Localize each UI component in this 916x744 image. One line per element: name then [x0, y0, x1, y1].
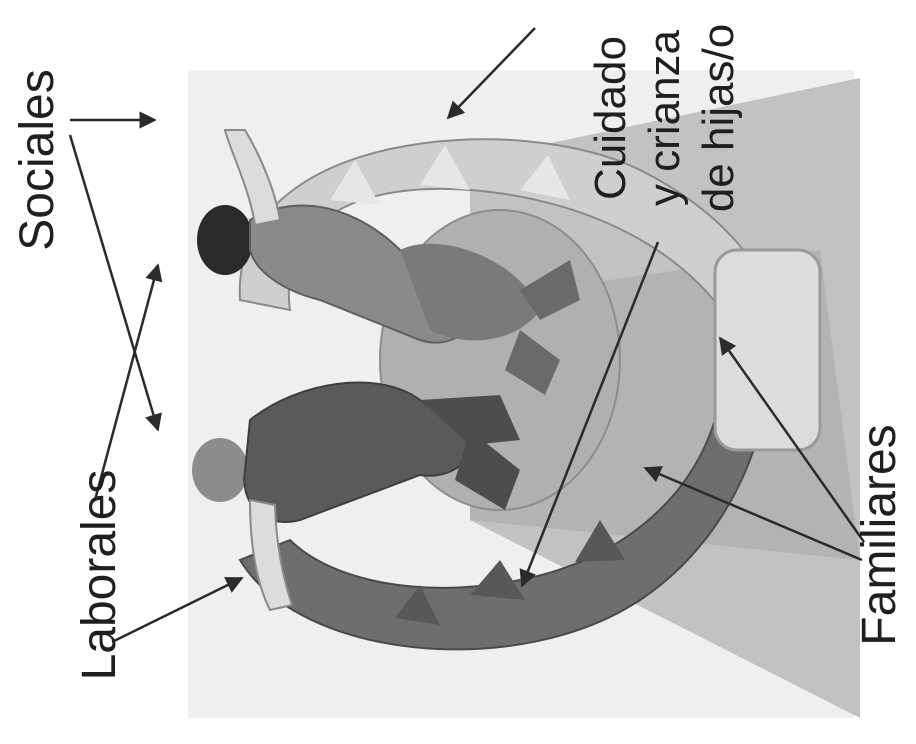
label-cuidado-line2: y crianza — [638, 24, 692, 212]
arrow-sociales-2 — [70, 135, 158, 430]
label-cuidado-line1: Cuidado — [584, 24, 638, 212]
figure2-head — [192, 438, 248, 502]
label-cuidado: Cuidado y crianza de hijas/o — [584, 24, 746, 212]
arrow-laborales-1 — [95, 265, 158, 500]
label-familiares: Familiares — [856, 424, 904, 645]
platform-box — [715, 250, 820, 450]
figure1-head — [197, 205, 253, 275]
label-cuidado-line3: de hijas/o — [692, 24, 746, 212]
label-laborales: Laborales — [76, 470, 124, 681]
label-sociales: Sociales — [14, 69, 62, 250]
